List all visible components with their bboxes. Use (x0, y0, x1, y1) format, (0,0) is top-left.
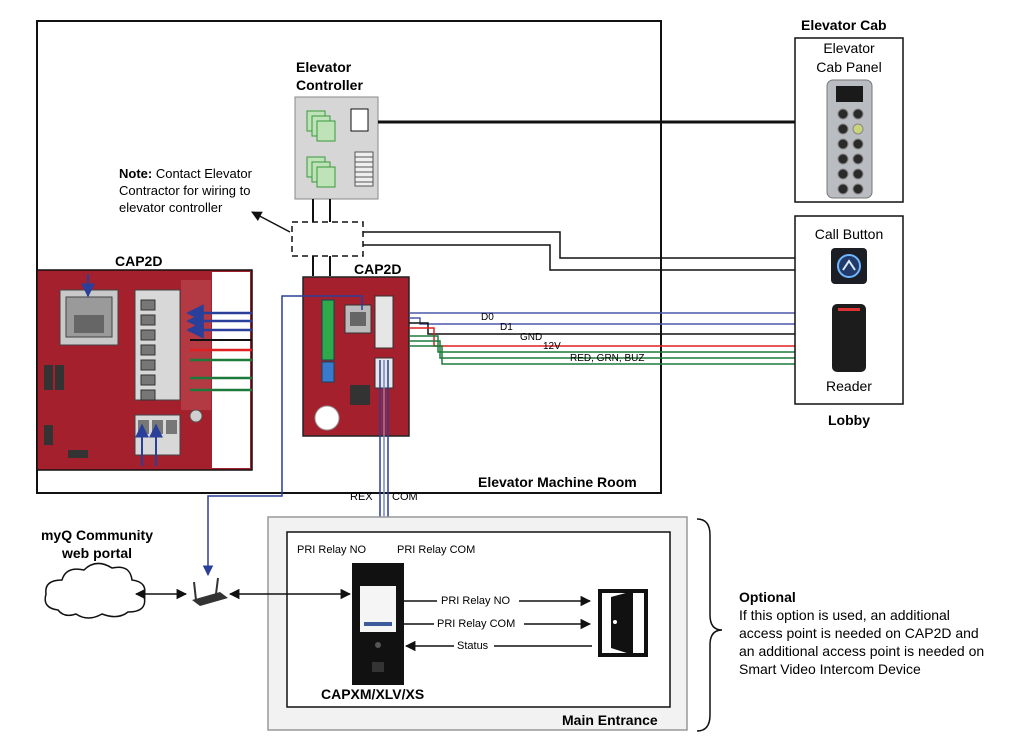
wire-label-gnd: GND (520, 332, 542, 343)
cab-panel-line2: Cab Panel (816, 59, 881, 75)
controller-title-line1: Elevator (296, 59, 352, 75)
cap2d-center-title: CAP2D (354, 261, 401, 277)
cab-keypad (826, 79, 873, 199)
lobby-title: Lobby (828, 412, 870, 428)
device-title: CAPXM/XLV/XS (321, 686, 424, 702)
reader-wires (409, 312, 832, 365)
portal-title-line1: myQ Community (41, 527, 153, 543)
optional-line4: Smart Video Intercom Device (739, 661, 921, 677)
card-reader (832, 304, 866, 372)
smart-video-intercom-device (352, 563, 404, 685)
portal-title-line2: web portal (61, 545, 132, 561)
pri-relay-no-top-label: PRI Relay NO (297, 544, 367, 556)
wiring-junction (291, 221, 364, 257)
wire-label-d0: D0 (481, 312, 494, 323)
pri-relay-com-label: PRI Relay COM (437, 618, 515, 630)
optional-brace (696, 518, 723, 732)
machine-room-box (36, 20, 662, 494)
pri-relay-com-top-label: PRI Relay COM (397, 544, 475, 556)
note-line1: Note: Contact Elevator (119, 166, 253, 181)
cap2d-board-detail (36, 269, 253, 471)
machine-room-title: Elevator Machine Room (478, 474, 637, 490)
status-label: Status (457, 640, 489, 652)
rex-label: REX (350, 491, 373, 503)
optional-line2: access point is needed on CAP2D and (739, 625, 979, 641)
elevator-call-button-icon (831, 248, 867, 284)
note-line2: Contractor for wiring to (119, 183, 251, 198)
optional-line3: an additional access point is needed on (739, 643, 984, 659)
elevator-cab-title: Elevator Cab (801, 17, 887, 33)
optional-title: Optional (739, 589, 796, 605)
cloud-icon (44, 562, 146, 619)
cap2d-left-title: CAP2D (115, 253, 162, 269)
call-button-label: Call Button (815, 226, 883, 242)
com-label: COM (392, 491, 418, 503)
door-icon (598, 589, 648, 657)
elevator-controller (294, 96, 379, 200)
wire-label-leds: RED, GRN, BUZ (570, 353, 644, 364)
main-entrance-title: Main Entrance (562, 712, 658, 728)
wire-label-12v: 12V (543, 341, 561, 352)
wire-label-d1: D1 (500, 322, 513, 333)
cap2d-board (302, 276, 410, 437)
reader-label: Reader (826, 378, 872, 394)
cab-panel-line1: Elevator (823, 40, 875, 56)
router-icon (192, 577, 228, 606)
optional-line1: If this option is used, an additional (739, 607, 950, 623)
pri-relay-no-label: PRI Relay NO (441, 595, 511, 607)
controller-title-line2: Controller (296, 77, 363, 93)
note-line3: elevator controller (119, 200, 223, 215)
